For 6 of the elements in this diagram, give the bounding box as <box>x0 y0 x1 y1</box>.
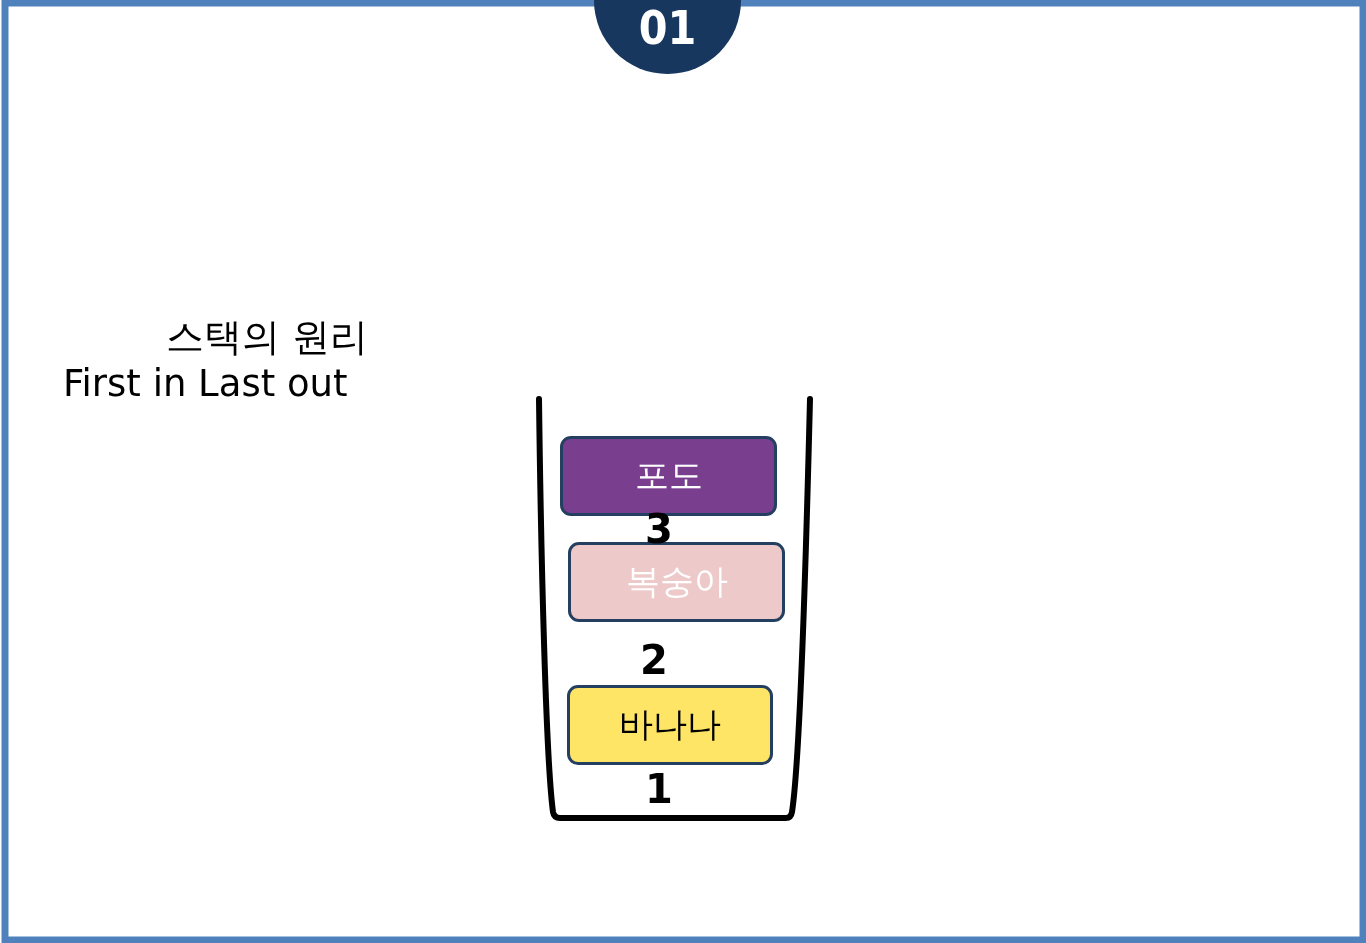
fruit-box: 바나나 <box>567 685 773 765</box>
heading-text: 스택의 원리 <box>166 314 369 361</box>
order-number: 1 <box>645 769 673 809</box>
order-number: 2 <box>640 640 668 680</box>
number-badge: 01 <box>594 0 741 74</box>
subtitle-text: First in Last out <box>63 362 348 405</box>
